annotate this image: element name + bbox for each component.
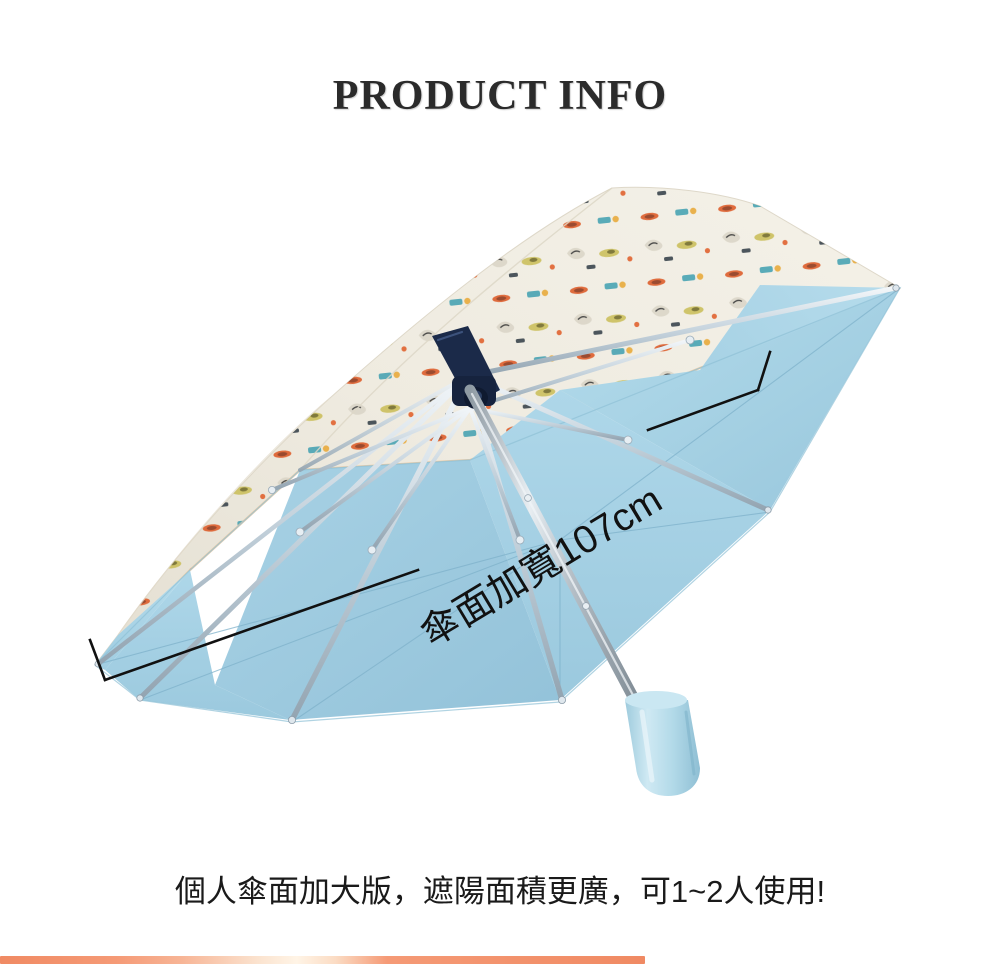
- canopy-underside: [94, 285, 902, 723]
- canopy-top-printed: [94, 186, 902, 666]
- page-title: PRODUCT INFO: [332, 73, 668, 119]
- dimension-line: [88, 350, 772, 682]
- umbrella-illustration: [88, 186, 902, 796]
- sliver-bar: [0, 956, 645, 964]
- umbrella-handle: [625, 691, 700, 796]
- umbrella-shaft: [464, 384, 646, 716]
- next-section-sliver: [0, 952, 645, 964]
- product-image: 傘面加寬107cm: [0, 140, 1000, 830]
- canopy-seams: [94, 287, 901, 723]
- product-caption: 個人傘面加大版，遮陽面積更廣，可1~2人使用!: [174, 874, 826, 909]
